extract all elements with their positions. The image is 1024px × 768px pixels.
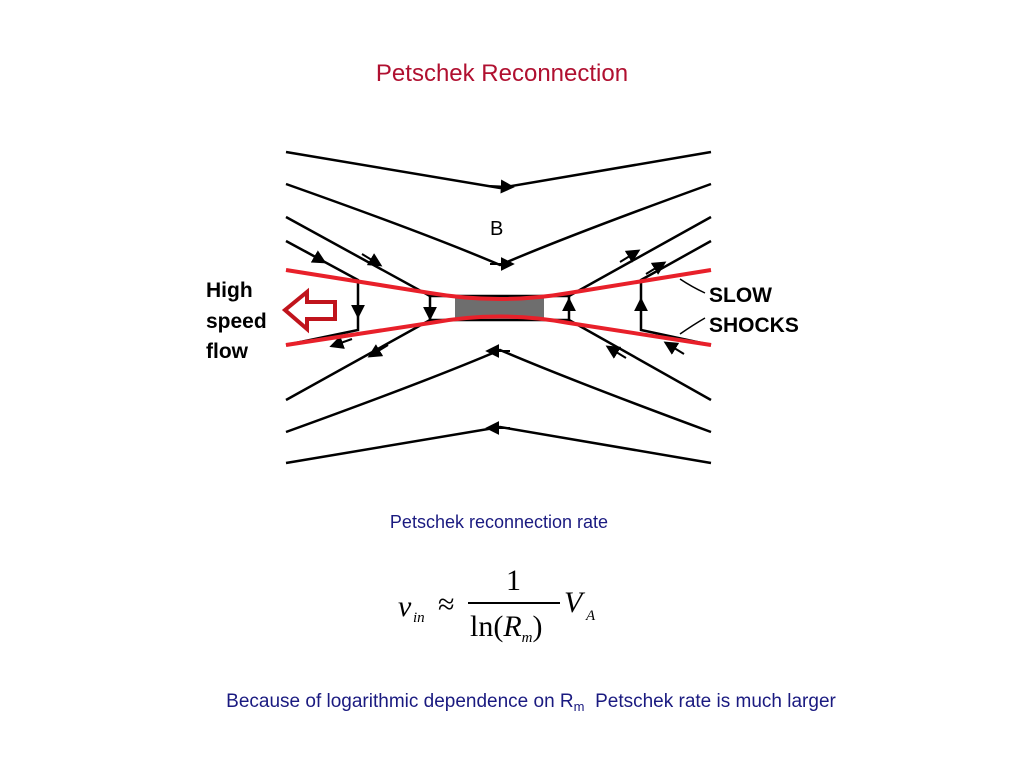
reynolds-symbol: R: [503, 610, 522, 643]
field-line: [285, 150, 712, 190]
shock-pointers: [679, 278, 706, 335]
flow-label-line: High: [206, 279, 253, 302]
field-line: [285, 425, 712, 465]
diffusion-region: [455, 297, 544, 319]
page-title: Petschek Reconnection: [375, 60, 629, 87]
arrow-mark: [329, 335, 353, 349]
fraction-numerator: 1: [506, 564, 521, 597]
flow-label: High speed flow: [206, 279, 267, 363]
field-line: [285, 318, 712, 402]
rate-formula: v in ≈ 1 ln(Rm) V A: [398, 560, 608, 660]
flow-label-line: speed: [206, 310, 267, 333]
lower-field-lines: [285, 296, 712, 465]
shock-label-line: SLOW: [709, 284, 772, 307]
conclusion-subscript: m: [573, 699, 585, 714]
inflow-velocity-symbol: v: [398, 590, 412, 623]
arrow-mark: [361, 253, 383, 267]
shock-label-line: SHOCKS: [709, 314, 799, 337]
conclusion-part: Petschek rate is much larger: [584, 691, 836, 712]
fraction-denominator: ln(Rm): [470, 610, 543, 647]
field-arrows: [304, 179, 685, 435]
conclusion-part: Because of logarithmic dependence on R: [226, 691, 574, 712]
reynolds-subscript: m: [521, 630, 533, 646]
pointer-line: [679, 278, 706, 294]
inflow-velocity-subscript: in: [413, 610, 425, 626]
field-line: [285, 239, 360, 347]
fraction-bar: [468, 602, 560, 604]
rate-caption: Petschek reconnection rate: [389, 512, 609, 532]
conclusion-text: Because of logarithmic dependence on Rm …: [0, 691, 1024, 714]
left-arrow-icon: [281, 287, 337, 334]
shock-label: SLOW SHOCKS: [709, 284, 799, 337]
field-line: [639, 239, 712, 347]
arrow-mark: [304, 250, 327, 264]
flow-label-line: flow: [206, 340, 249, 363]
ln-suffix: ): [532, 610, 543, 643]
arrow-mark: [645, 261, 667, 275]
slow-shock-upper: [285, 268, 712, 301]
slow-shock-lower: [285, 314, 712, 347]
field-line: [285, 348, 712, 434]
slow-shock-lines: [285, 268, 712, 347]
arrow-mark: [367, 344, 389, 358]
alfven-speed-symbol: V: [564, 586, 583, 619]
field-label: B: [490, 218, 503, 240]
pointer-line: [679, 317, 706, 335]
ln-prefix: ln(: [470, 610, 504, 643]
arrow-mark: [489, 179, 515, 194]
arrow-mark: [663, 341, 685, 355]
approx-sign: ≈: [438, 588, 455, 621]
arrow-mark: [605, 345, 627, 359]
alfven-speed-subscript: A: [586, 608, 596, 624]
arrow-mark: [619, 249, 641, 263]
